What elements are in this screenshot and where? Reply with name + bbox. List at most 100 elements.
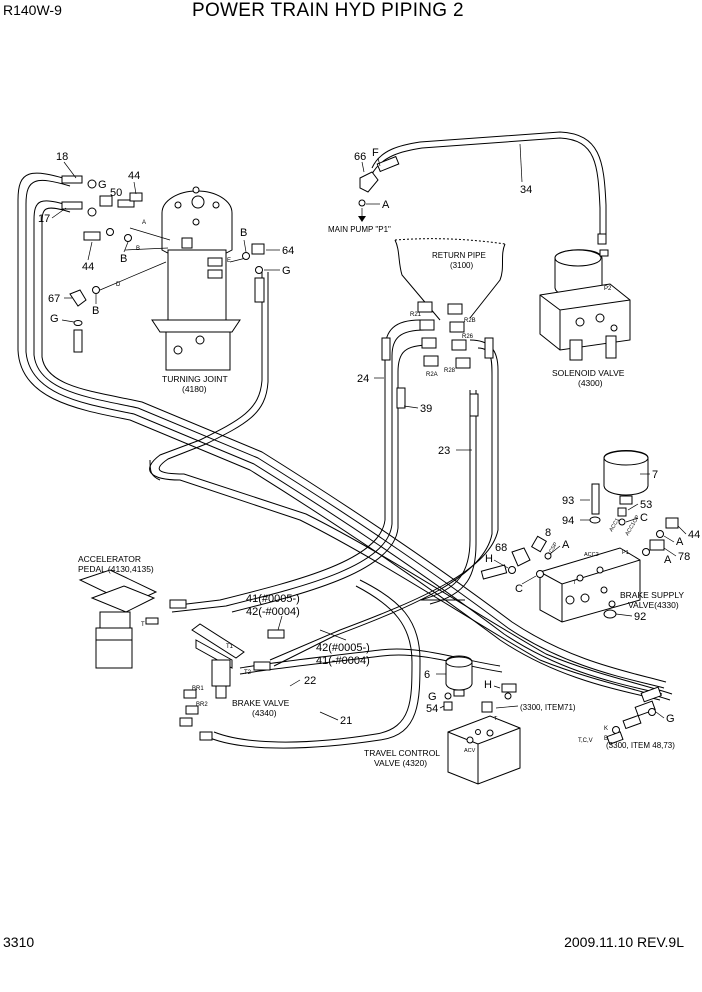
callout-h-lower: H <box>484 679 492 691</box>
callout-44-left: 44 <box>82 261 94 273</box>
brake-valve-label: BRAKE VALVE <box>232 698 290 708</box>
return-pipe: RETURN PIPE (3100) <box>394 238 506 369</box>
callout-8: 8 <box>545 527 551 539</box>
callout-93: 93 <box>562 495 574 507</box>
port-label-acc1op: ACC1OP <box>625 514 642 537</box>
ref-3300-item48-73: (3300, ITEM 48,73) <box>606 741 675 750</box>
callout-22: 22 <box>304 675 316 687</box>
solenoid-valve-ref: (4300) <box>578 378 603 388</box>
callout-h-upper: H <box>485 553 493 565</box>
pipe-bundle-left-loop <box>17 172 667 701</box>
callout-a-pump: A <box>382 199 390 211</box>
callout-b-right: B <box>240 227 247 239</box>
fitting-8 <box>530 535 548 553</box>
turning-joint-label: TURNING JOINT <box>162 374 228 384</box>
callout-g-lower: G <box>50 313 59 325</box>
pipe-bundle-turning-joint <box>149 270 673 701</box>
port-label-t-pedal: T <box>141 622 145 628</box>
callout-44-right: 44 <box>688 529 700 541</box>
bolt-93 <box>591 483 600 515</box>
page-title: POWER TRAIN HYD PIPING 2 <box>192 0 464 21</box>
callout-41-upper: 41(#0005-) <box>246 593 300 605</box>
accelerator-pedal: ACCELERATOR PEDAL (4130,4135) <box>78 554 187 669</box>
accumulator-7 <box>603 450 649 505</box>
travel-control-valve-ref: VALVE (4320) <box>374 758 427 768</box>
callout-a-right: A <box>676 536 684 548</box>
callout-23: 23 <box>438 445 450 457</box>
port-label-p2: P2 <box>604 286 612 292</box>
callout-92: 92 <box>634 611 646 623</box>
callout-21: 21 <box>340 715 352 727</box>
port-label-t2: T2 <box>244 670 252 676</box>
solenoid-valve: SOLENOID VALVE (4300) <box>539 233 631 388</box>
brake-supply-valve-label: BRAKE SUPPLY <box>620 590 684 600</box>
callout-6: 6 <box>424 669 430 681</box>
port-label-acv: ACV <box>464 748 476 754</box>
callout-44-top: 44 <box>128 170 140 182</box>
port-label-e: E <box>227 258 231 264</box>
callout-18: 18 <box>56 151 68 163</box>
callout-g-top: G <box>98 179 107 191</box>
solenoid-valve-label: SOLENOID VALVE <box>552 368 625 378</box>
port-label-t1: T1 <box>226 644 234 650</box>
callout-53: 53 <box>640 499 652 511</box>
return-pipe-ref: (3100) <box>450 261 473 270</box>
port-label-r2a: R2A <box>426 372 438 378</box>
callout-34: 34 <box>520 184 532 196</box>
port-label-r28: R28 <box>444 368 456 374</box>
callout-c-lower: C <box>515 583 523 595</box>
callout-a-lower-right: A <box>664 554 672 566</box>
port-label-b: B <box>136 246 140 252</box>
callout-17: 17 <box>38 213 50 225</box>
accelerator-pedal-ref: PEDAL (4130,4135) <box>78 564 154 574</box>
revision-date: 2009.11.10 REV.9L <box>564 934 684 950</box>
model-code: R140W-9 <box>3 2 62 18</box>
fitting-68 <box>511 547 531 567</box>
port-label-br1: BR1 <box>192 686 204 692</box>
brake-valve-ref: (4340) <box>252 708 277 718</box>
plug-92 <box>603 609 617 619</box>
fitting-44-right <box>665 517 679 529</box>
port-label-acc2: ACC2 <box>584 552 599 558</box>
port-label-d: D <box>116 282 121 288</box>
turning-joint: TURNING JOINT (4180) <box>151 186 241 394</box>
port-label-a: A <box>142 220 146 226</box>
pipe-bundle-main-pump <box>371 131 607 235</box>
callout-g-bottom-right: G <box>666 713 675 725</box>
port-label-tcv: T,C,V <box>578 738 593 744</box>
callout-67: 67 <box>48 293 60 305</box>
callout-g-right: G <box>282 265 291 277</box>
hose-fittings-left <box>61 175 265 353</box>
port-label-p1: P1 <box>622 550 629 556</box>
callout-66: 66 <box>354 151 366 163</box>
callout-a-mid: A <box>562 539 570 551</box>
callout-78: 78 <box>678 551 690 563</box>
callout-24: 24 <box>357 373 369 385</box>
port-label-t: T <box>573 580 577 586</box>
port-label-acc1: ACC1 <box>609 517 622 533</box>
port-label-r26: R26 <box>462 334 474 340</box>
callout-c-upper: C <box>640 512 648 524</box>
callout-54: 54 <box>426 703 438 715</box>
port-label-br2: BR2 <box>196 702 208 708</box>
callout-42-lower: 42(#0005-) <box>316 642 370 654</box>
callout-b-left: B <box>120 253 127 265</box>
callout-b-lower: B <box>92 305 99 317</box>
washer-94 <box>589 516 601 524</box>
port-label-k: K <box>604 726 608 732</box>
callout-39: 39 <box>420 403 432 415</box>
callout-41-lower: 41(-#0004) <box>316 655 370 667</box>
turning-joint-ref: (4180) <box>182 384 207 394</box>
callout-94: 94 <box>562 515 574 527</box>
callout-50: 50 <box>110 187 122 199</box>
travel-control-valve: TRAVEL CONTROL VALVE (4320) <box>364 701 521 785</box>
callout-42-upper: 42(-#0004) <box>246 606 300 618</box>
callout-f: F <box>372 147 379 159</box>
port-label-r21: R21 <box>410 312 422 318</box>
tcv-fittings-right <box>606 686 662 745</box>
port-label-t-tcv: T <box>494 716 498 722</box>
travel-control-valve-label: TRAVEL CONTROL <box>364 748 440 758</box>
callout-g-tcv: G <box>428 691 437 703</box>
brake-supply-valve-ref: VALVE(4330) <box>628 600 679 610</box>
